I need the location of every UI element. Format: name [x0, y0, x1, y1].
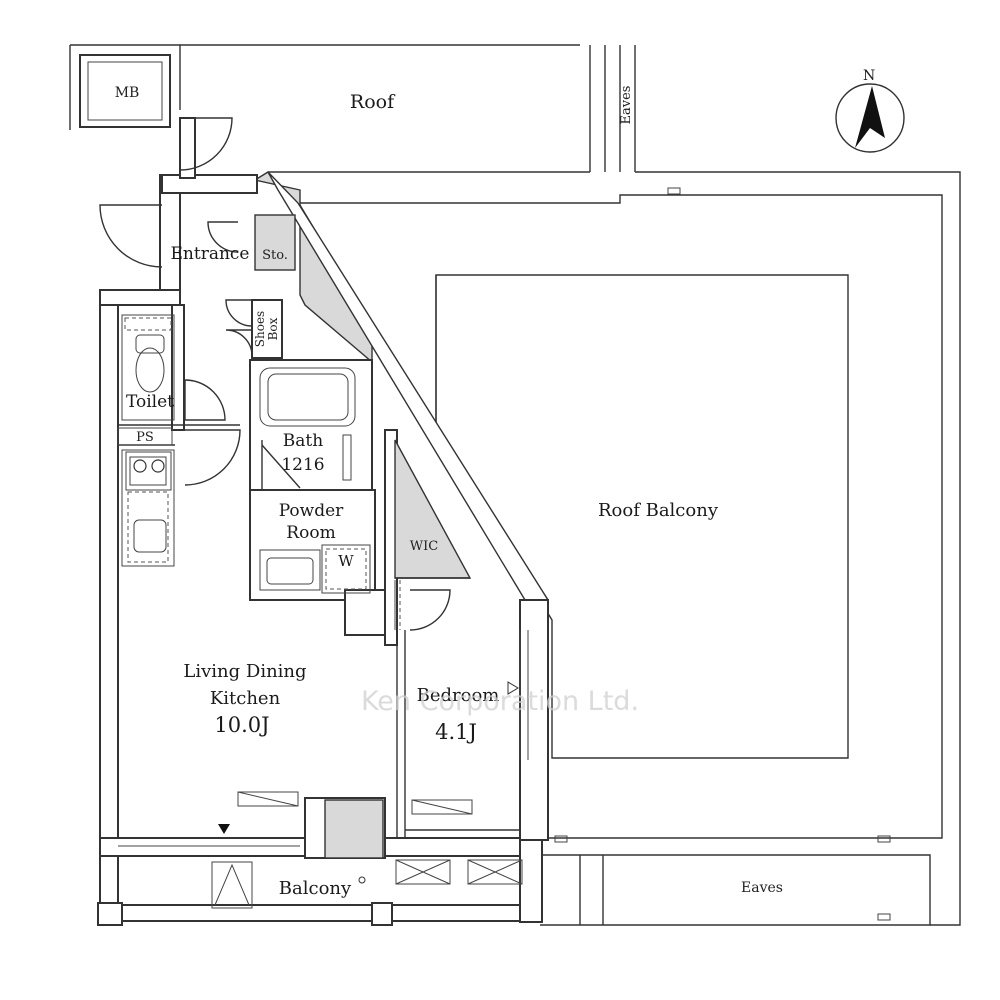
- walk-in-closet: [394, 439, 472, 579]
- roof-outline: [69, 44, 961, 926]
- shoes-box-label-1: Shoes: [253, 311, 267, 347]
- wic-label: WIC: [410, 539, 438, 554]
- ldk-label-2: Kitchen: [210, 688, 281, 709]
- eaves-top-label: Eaves: [619, 86, 634, 125]
- storage-label: Sto.: [262, 248, 288, 263]
- entrance-label: Entrance: [171, 244, 250, 264]
- powder-room-label-1: Powder: [279, 501, 344, 521]
- north-arrow: N: [835, 68, 905, 153]
- fixtures: [117, 314, 529, 909]
- roof-balcony-label: Roof Balcony: [598, 500, 719, 521]
- mb-label: MB: [115, 85, 140, 101]
- washer-label: W: [338, 552, 354, 570]
- bath-size-label: 1216: [281, 455, 324, 475]
- roof-label: Roof: [350, 91, 396, 113]
- ps-label: PS: [136, 430, 154, 445]
- bath-label: Bath: [283, 431, 323, 451]
- doors: [99, 117, 451, 631]
- ldk-size-label: 10.0J: [214, 713, 269, 737]
- powder-room-label-2: Room: [286, 523, 335, 543]
- eaves-bottom-area: [540, 854, 931, 926]
- bedroom-label: Bedroom: [417, 685, 500, 706]
- bedroom-size-label: 4.1J: [435, 720, 477, 744]
- eaves-bottom-label: Eaves: [741, 880, 783, 896]
- north-label: N: [863, 68, 875, 84]
- toilet-label: Toilet: [126, 392, 174, 412]
- ldk-label-1: Living Dining: [183, 661, 306, 682]
- balcony-label: Balcony: [279, 878, 352, 899]
- room-labels: Roof Eaves Entrance Sto. Shoes Box Toile…: [126, 86, 783, 899]
- meter-box: MB: [79, 54, 171, 128]
- watermark: Ken Corporation Ltd.: [361, 686, 639, 717]
- shoes-box-label-2: Box: [266, 317, 280, 340]
